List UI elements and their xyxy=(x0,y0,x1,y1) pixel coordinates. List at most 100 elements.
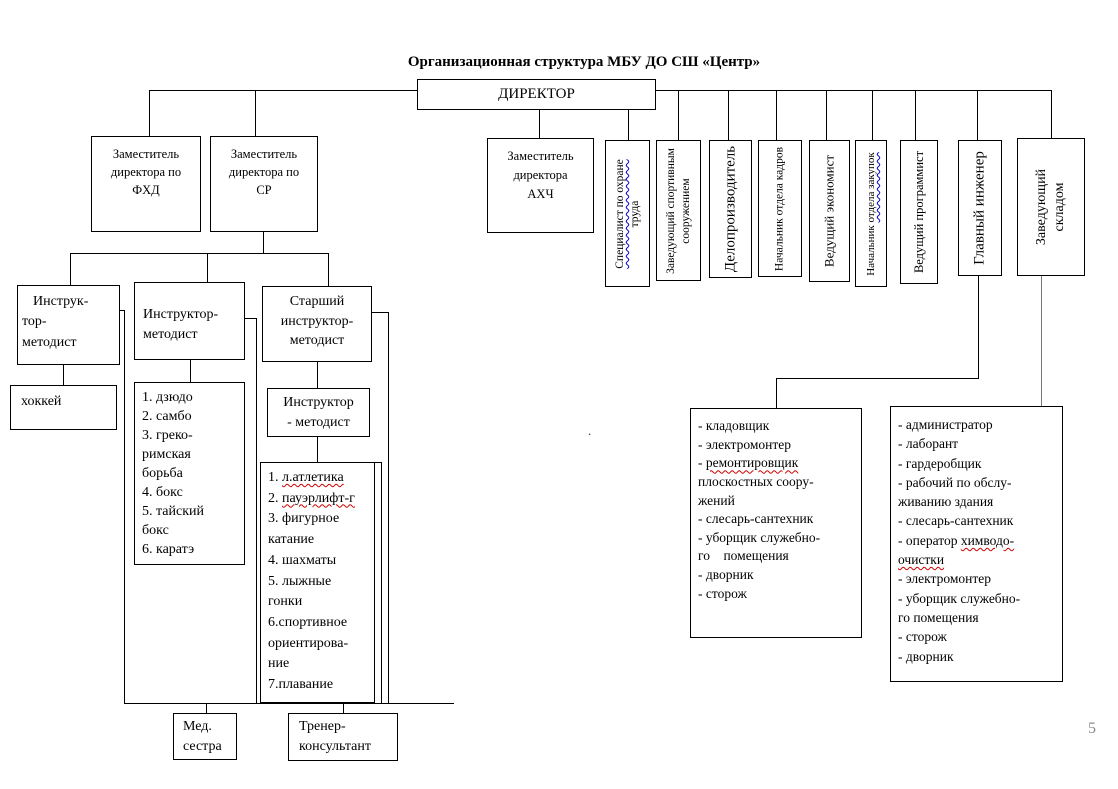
list-item: ориентирова- xyxy=(268,635,349,651)
connector xyxy=(655,90,1052,91)
list-item: - слесарь-сантехник xyxy=(898,513,1014,529)
misspell-underline: отдела закупок xyxy=(864,151,877,222)
box-label: Заведующий складом xyxy=(1033,168,1067,246)
list-sports: 1. л.атлетика 2. пауэрлифт-г 3. фигурное… xyxy=(260,462,375,703)
list-item: - дворник xyxy=(698,567,754,582)
connector xyxy=(263,232,264,253)
list-combat-sports: 1. дзюдо 2. самбо 3. греко- римская борь… xyxy=(134,382,245,565)
text-line: инструктор- xyxy=(280,313,354,329)
list-item: - сторож xyxy=(698,585,747,601)
text-line: директора xyxy=(513,167,568,182)
connector xyxy=(120,310,125,311)
text-line: консультант xyxy=(299,739,371,755)
list-item: 2. пауэрлифт-г xyxy=(268,490,355,506)
box-label: Делопроизводитель xyxy=(721,145,738,273)
connector xyxy=(728,90,729,140)
misspell-underline: химводо- xyxy=(960,532,1015,548)
text-line: сестра xyxy=(183,739,222,755)
text-line: методист xyxy=(289,333,345,349)
list-building-staff: - администратор - лаборант - гардеробщик… xyxy=(890,406,1063,682)
list-item: - оператор химводо- xyxy=(898,532,1015,548)
connector xyxy=(381,462,382,703)
box-deputy-director-fhd: Заместитель директора по ФХД xyxy=(91,136,201,232)
box-label: Заведующий спортивным сооружением xyxy=(664,147,692,274)
list-item: 4. бокс xyxy=(142,485,183,501)
connector xyxy=(70,253,329,254)
text-line: Инструктор- xyxy=(143,307,219,322)
box-label: ДИРЕКТОР xyxy=(498,86,575,102)
text-line: Инструк- xyxy=(33,294,89,309)
text-line: тор- xyxy=(22,314,47,330)
list-item: 2. самбо xyxy=(142,409,192,425)
list-item: - дворник xyxy=(898,648,954,664)
diagram-title: Организационная структура МБУ ДО СШ «Цен… xyxy=(407,54,761,70)
list-item: 7.плавание xyxy=(268,677,334,693)
box-chief-engineer: Главный инженер xyxy=(958,140,1002,276)
text-line: ФХД xyxy=(132,183,160,198)
connector xyxy=(776,378,979,379)
connector xyxy=(776,378,777,408)
connector xyxy=(70,253,71,285)
list-item: ние xyxy=(268,656,290,672)
connector xyxy=(628,110,629,140)
list-item: - лаборант xyxy=(898,436,959,452)
list-item: - электромонтер xyxy=(898,571,991,587)
box-hockey: хоккей xyxy=(10,385,117,430)
box-med-nurse: Мед. сестра xyxy=(173,713,237,760)
text-line: Инструктор xyxy=(283,395,354,410)
box-instructor-methodist-2: Инструктор- методист xyxy=(134,282,245,360)
list-item: - слесарь-сантехник xyxy=(698,511,814,527)
list-item: - уборщик служебно- xyxy=(698,529,821,545)
misspell-underline: очистки xyxy=(898,552,945,568)
list-item: - кладовщик xyxy=(698,418,770,433)
list-item: - сторож xyxy=(898,629,947,645)
box-trainer-consultant: Тренер- консультант xyxy=(288,713,398,761)
connector xyxy=(256,318,257,703)
stray-dot: . xyxy=(588,423,592,438)
list-item: жений xyxy=(698,492,735,508)
connector xyxy=(63,365,64,385)
box-sports-facility-manager: Заведующий спортивным сооружением xyxy=(656,140,701,281)
list-item: живанию здания xyxy=(898,494,994,510)
list-item: 1. л.атлетика xyxy=(268,470,344,485)
connector xyxy=(915,90,916,140)
connector xyxy=(124,310,125,703)
text-line: методист xyxy=(22,334,77,350)
text-line: методист xyxy=(143,327,198,343)
list-item: борьба xyxy=(142,466,183,482)
list-item: 5. лыжные xyxy=(268,573,332,589)
list-item: го помещения xyxy=(698,548,789,564)
connector xyxy=(149,90,417,91)
list-item: катание xyxy=(268,532,315,548)
box-label: Ведущий экономист xyxy=(821,154,837,268)
connector xyxy=(1051,90,1052,138)
list-item: го помещения xyxy=(898,609,979,625)
connector xyxy=(977,90,978,140)
box-label: Начальник отдела кадров xyxy=(773,146,786,271)
text-line: Заместитель xyxy=(112,147,180,161)
connector xyxy=(539,110,540,138)
connector xyxy=(1041,276,1042,406)
connector xyxy=(678,90,679,140)
list-item: 3. фигурное xyxy=(268,511,340,527)
connector xyxy=(124,703,454,704)
box-safety-specialist: Специалист по охране труда xyxy=(605,140,650,287)
text-line: - методист xyxy=(287,415,350,431)
connector xyxy=(317,362,318,388)
box-label: Главный инженер xyxy=(971,151,988,265)
connector xyxy=(190,360,191,382)
list-item: 6.спортивное xyxy=(268,615,348,631)
connector xyxy=(872,90,873,140)
box-director: ДИРЕКТОР xyxy=(417,79,656,110)
connector xyxy=(978,276,979,379)
list-item: плоскостных соору- xyxy=(698,473,814,489)
list-item: - ремонтировщик xyxy=(698,455,799,471)
connector xyxy=(375,462,382,463)
connector xyxy=(245,318,257,319)
connector xyxy=(776,90,777,140)
list-item: бокс xyxy=(142,523,169,539)
list-item: - уборщик служебно- xyxy=(898,590,1021,606)
text-line: Старший xyxy=(289,294,345,309)
list-item: 6. каратэ xyxy=(142,542,195,558)
